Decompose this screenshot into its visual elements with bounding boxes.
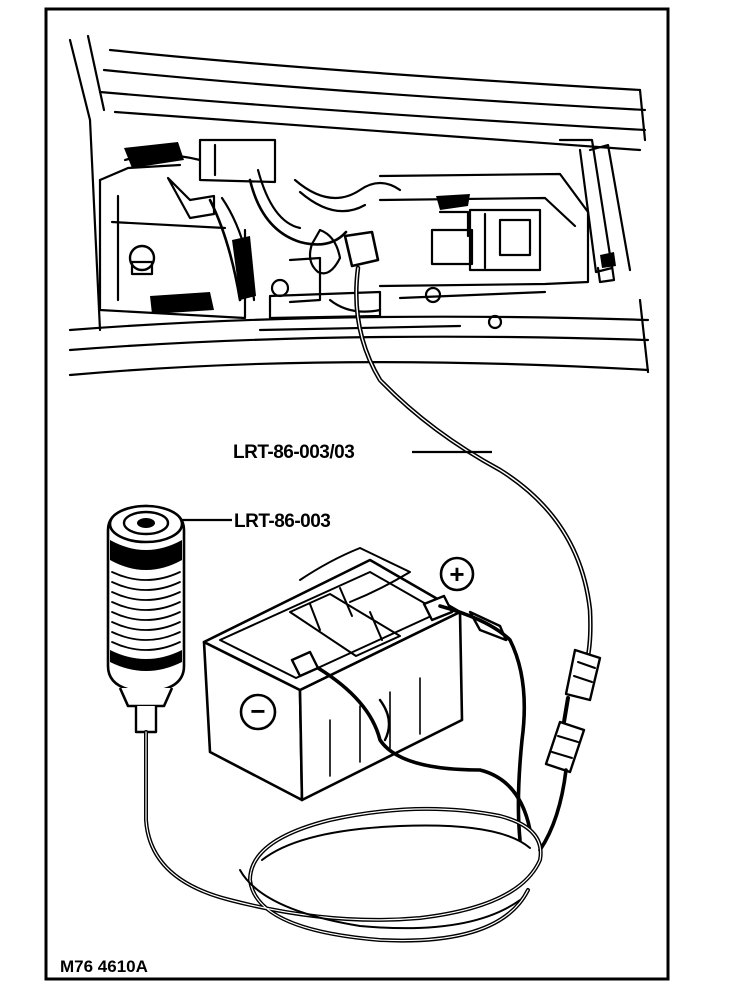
engine-bay-drawing bbox=[68, 34, 650, 377]
label-charger-tool: LRT-86-003 bbox=[234, 511, 330, 532]
battery bbox=[202, 547, 464, 802]
charger-handset bbox=[106, 504, 186, 734]
label-lead-tool: LRT-86-003/03 bbox=[233, 442, 354, 463]
engine-bay-shading bbox=[124, 142, 616, 314]
positive-symbol: + bbox=[449, 559, 464, 589]
lead-cable bbox=[354, 265, 593, 673]
negative-symbol: − bbox=[250, 696, 265, 726]
figure-code: M76 4610A bbox=[60, 957, 148, 976]
clamp-leads bbox=[316, 604, 568, 852]
positive-symbol-circle bbox=[439, 556, 475, 592]
inline-connector bbox=[544, 648, 602, 774]
handset-cable-loop bbox=[144, 730, 543, 943]
figure-frame bbox=[44, 7, 670, 981]
